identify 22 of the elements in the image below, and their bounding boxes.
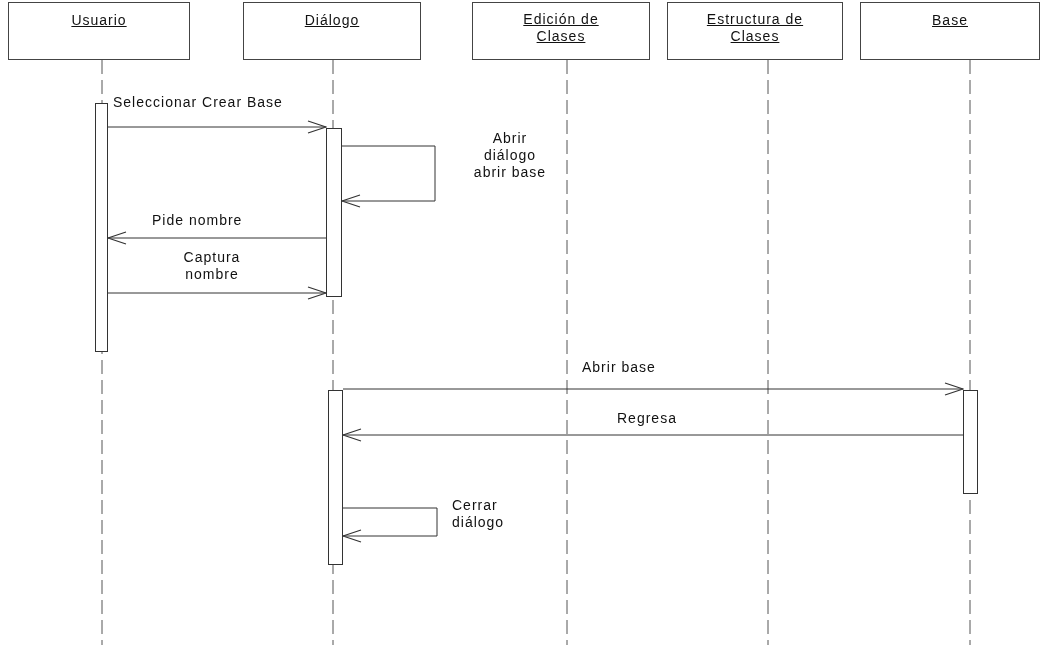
message-arrow — [342, 382, 964, 396]
participant-box — [8, 2, 190, 60]
message-arrow — [107, 231, 327, 245]
activation-bar — [95, 103, 108, 352]
participant-name: Diálogo — [304, 12, 360, 29]
participant-box — [472, 2, 650, 60]
message-arrow — [107, 286, 327, 300]
participant-box — [860, 2, 1040, 60]
message-arrow — [342, 428, 964, 442]
participant-name: Usuario — [71, 12, 127, 29]
participant-name: Base — [932, 12, 968, 29]
activation-bar — [326, 128, 342, 297]
self-message-arrow — [342, 507, 438, 543]
message-label: Regresa — [615, 410, 679, 427]
message-arrow — [107, 120, 327, 134]
activation-bar — [963, 390, 978, 494]
participant-box — [667, 2, 843, 60]
self-message-arrow — [341, 145, 436, 208]
participant-name: Edición de Clases — [522, 11, 600, 45]
participant-name: Estructura de Clases — [705, 11, 805, 45]
participant-box — [243, 2, 421, 60]
activation-bar — [328, 390, 343, 565]
